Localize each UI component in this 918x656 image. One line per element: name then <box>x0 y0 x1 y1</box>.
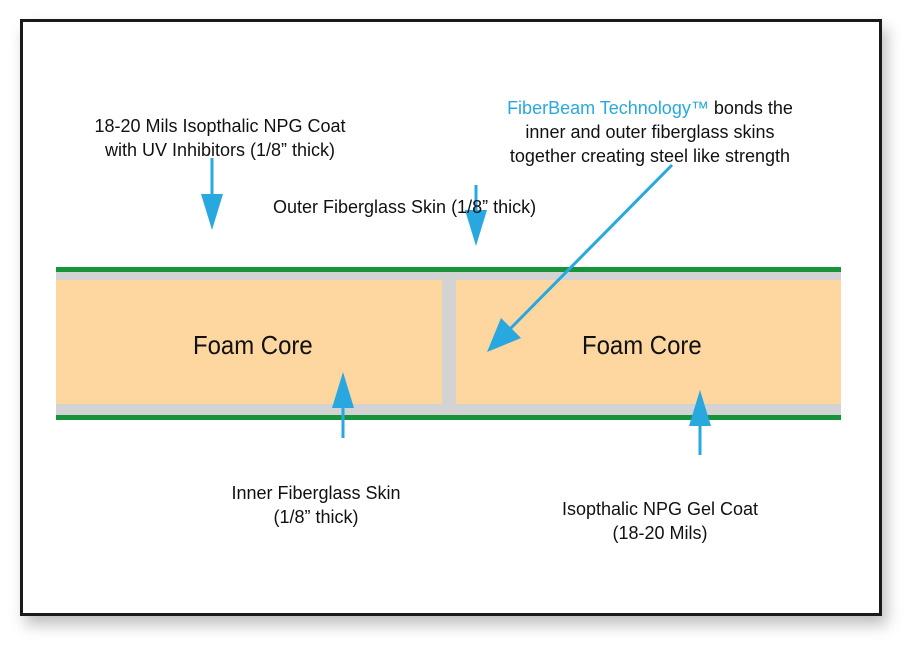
right-foam-core-label: Foam Core <box>582 330 702 360</box>
top-coat-arrow <box>201 158 223 230</box>
fiberbeam-arrow <box>487 163 674 352</box>
outer-gel-coat-layer <box>56 272 841 280</box>
inner-skin-label-line1: Inner Fiberglass Skin <box>231 483 401 503</box>
fiberbeam-label: FiberBeam Technology™ bonds the inner an… <box>465 96 835 168</box>
top-coat-label-line1: 18-20 Mils Isopthalic NPG Coat <box>94 116 346 136</box>
gel-coat-label: Isopthalic NPG Gel Coat (18-20 Mils) <box>525 497 795 545</box>
left-foam-core <box>56 280 442 404</box>
left-foam-core-label: Foam Core <box>193 330 313 360</box>
inner-skin-arrow <box>332 372 354 438</box>
gel-coat-label-line2: (18-20 Mils) <box>612 523 708 543</box>
gel-coat-label-line1: Isopthalic NPG Gel Coat <box>561 499 759 519</box>
fiberbeam-label-line2: inner and outer fiberglass skins <box>525 122 775 142</box>
fiberbeam-label-line1: FiberBeam Technology™ bonds the <box>465 96 835 120</box>
outer-skin-label: Outer Fiberglass Skin (1/8” thick) <box>273 197 537 217</box>
fiberbeam-brand: FiberBeam Technology™ <box>507 98 709 118</box>
top-coat-label-line2: with UV Inhibitors (1/8” thick) <box>104 140 336 160</box>
inner-skin-label: Inner Fiberglass Skin (1/8” thick) <box>200 481 432 529</box>
right-foam-core <box>456 280 841 404</box>
outer-fiberglass-skin <box>56 267 841 272</box>
gel-coat-arrow <box>689 390 711 455</box>
fiberbeam-line1-rest: bonds the <box>708 98 793 118</box>
fiberbeam-label-line3: together creating steel like strength <box>509 146 791 166</box>
inner-gel-coat-layer <box>56 404 841 415</box>
top-coat-label: 18-20 Mils Isopthalic NPG Coat with UV I… <box>56 114 384 162</box>
inner-fiberglass-skin <box>56 415 841 420</box>
fiberbeam-web <box>442 280 456 404</box>
outer-skin-arrow <box>465 185 487 246</box>
inner-skin-label-line2: (1/8” thick) <box>273 507 359 527</box>
